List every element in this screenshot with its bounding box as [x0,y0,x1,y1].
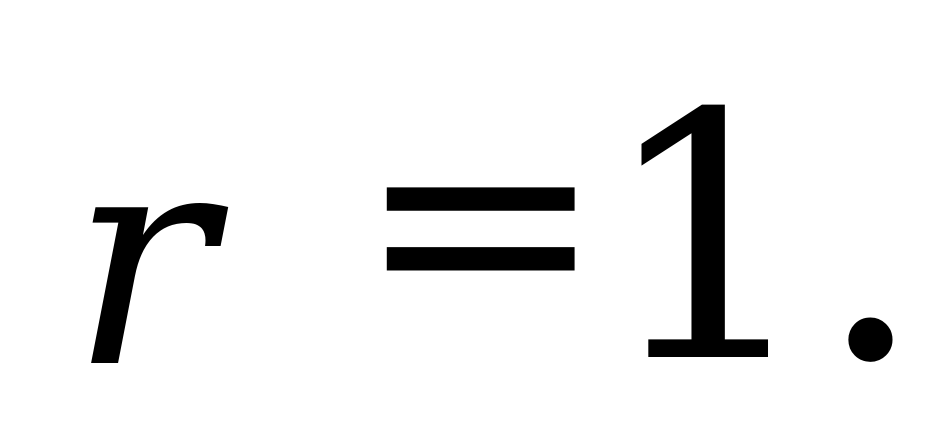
value-one: 1. [600,42,925,438]
equals-sign: = [355,45,607,394]
variable-r: r [70,85,214,434]
